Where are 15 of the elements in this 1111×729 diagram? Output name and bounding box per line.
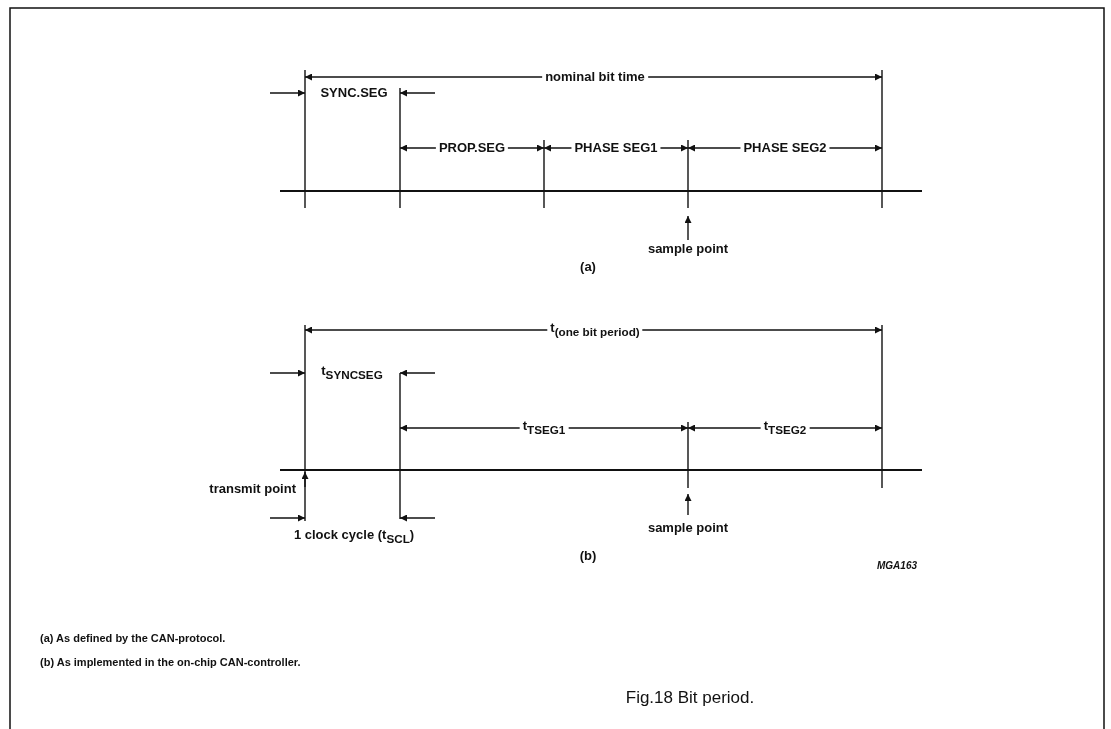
figure-code: MGA163 (877, 559, 917, 571)
figure-caption: Fig.18 Bit period. (625, 688, 755, 708)
transmit-point-label: transmit point (209, 481, 296, 497)
sample-point-label: sample point (647, 241, 729, 257)
sample-point-label: sample point (647, 520, 729, 536)
dimension-label: t$_{SYNCSEG}$ (321, 364, 383, 382)
footnote: (b) As implemented in the on-chip CAN-controller. (40, 655, 301, 669)
dimension-label: 1 clock cycle (t$_{SCL}$) (293, 528, 415, 546)
panel-label: (b) (579, 548, 597, 564)
dimension-label: t$_{TSEG2}$ (760, 419, 810, 437)
dimension-label: SYNC.SEG (320, 85, 388, 101)
panel-label: (a) (580, 259, 596, 275)
dimension-label: t$_{(one bit period)}$ (547, 321, 643, 339)
dimension-label: t$_{TSEG1}$ (519, 419, 569, 437)
footnote: (a) As defined by the CAN-protocol. (40, 631, 226, 645)
